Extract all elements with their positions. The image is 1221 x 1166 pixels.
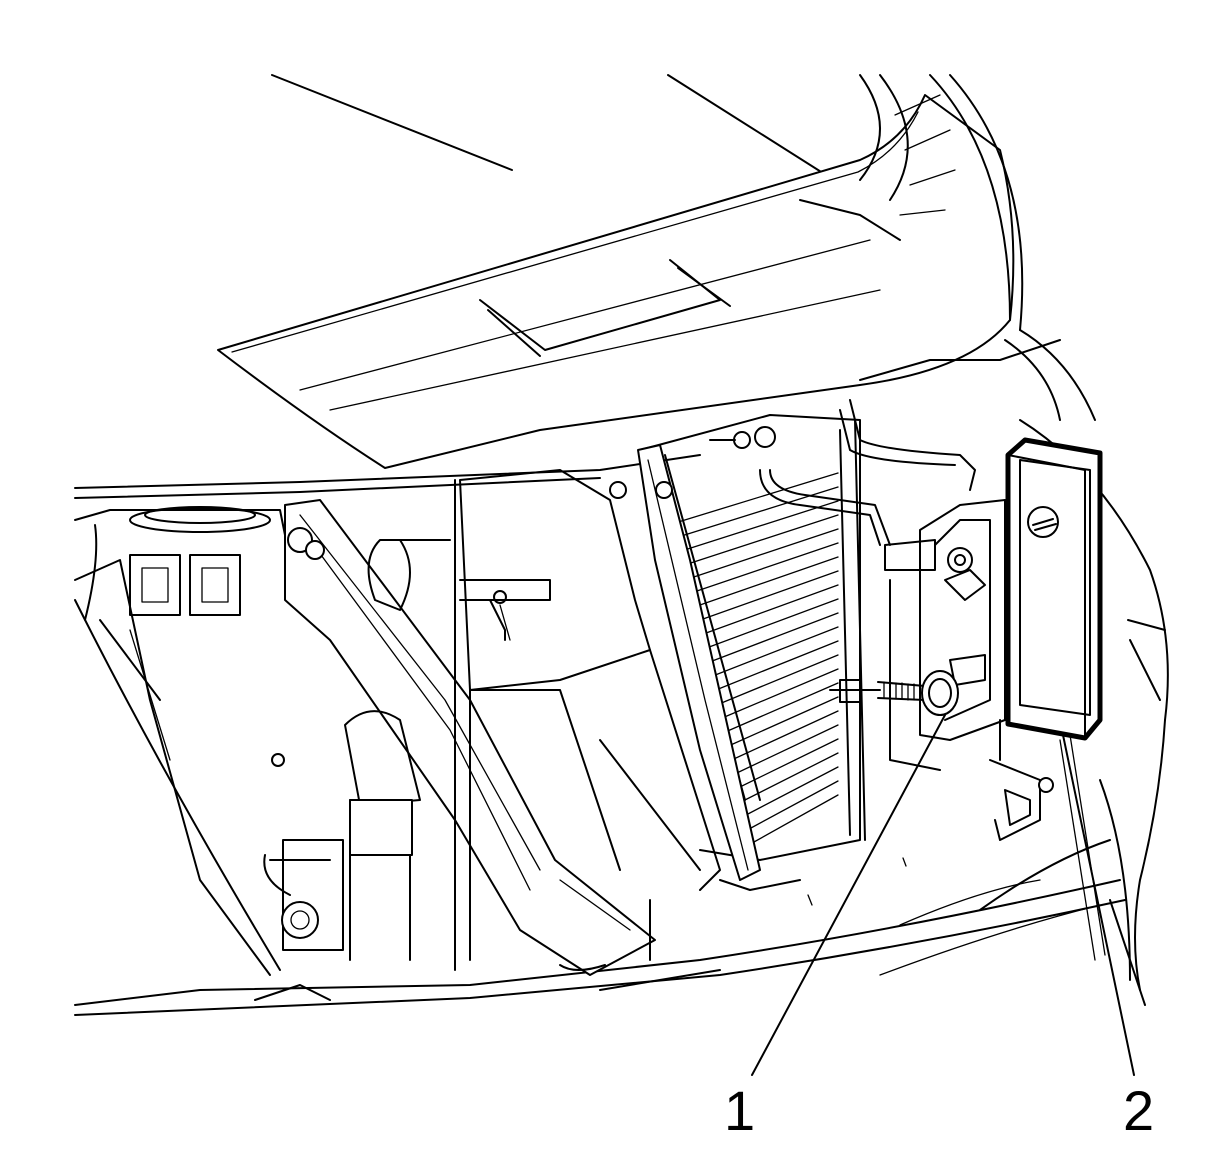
radiator-fin (706, 612, 839, 664)
radiator-fin (699, 584, 839, 636)
headlamp-housing (74, 506, 291, 976)
radiator-fin (731, 724, 839, 776)
air-deflector-bracket (454, 469, 721, 971)
callout-leaders (751, 714, 1135, 1076)
radiator-fin (680, 500, 839, 552)
radiator-fin (677, 486, 839, 538)
leader-line-2 (1062, 734, 1135, 1076)
radiator-fin (747, 794, 839, 846)
radiator-fin (725, 696, 839, 748)
radiator-fin (722, 682, 839, 734)
radiator-fin (683, 514, 839, 566)
radiator-fin (709, 626, 839, 678)
radiator-fin (744, 780, 839, 832)
detail-marks (254, 857, 907, 1001)
radiator-fins (674, 472, 839, 846)
radiator-fin (696, 570, 839, 622)
horn-assembly (263, 539, 451, 961)
radiator-fin (728, 710, 839, 762)
sensor-module-cover (1005, 437, 1103, 741)
radiator-fin (735, 738, 839, 790)
sensor-fastener-nut (829, 670, 959, 716)
center-vertical-bracket (609, 444, 761, 881)
radiator-fin (693, 556, 839, 608)
radiator-fin (674, 472, 839, 524)
radiator-fin (687, 528, 839, 580)
callout-label-2: 2 (1123, 1079, 1154, 1142)
radiator-fin (703, 598, 839, 650)
radiator-fin (741, 766, 839, 818)
radiator-fin (712, 640, 839, 692)
upper-rod (709, 399, 976, 546)
callout-label-1: 1 (724, 1079, 755, 1142)
fender-body (74, 329, 1169, 1016)
hood (217, 74, 1024, 469)
radiator-fin (738, 752, 839, 804)
leader-line-1 (751, 714, 946, 1076)
radiator-fin (719, 668, 839, 720)
radiator-fin (715, 654, 839, 706)
radiator-fin (690, 542, 839, 594)
